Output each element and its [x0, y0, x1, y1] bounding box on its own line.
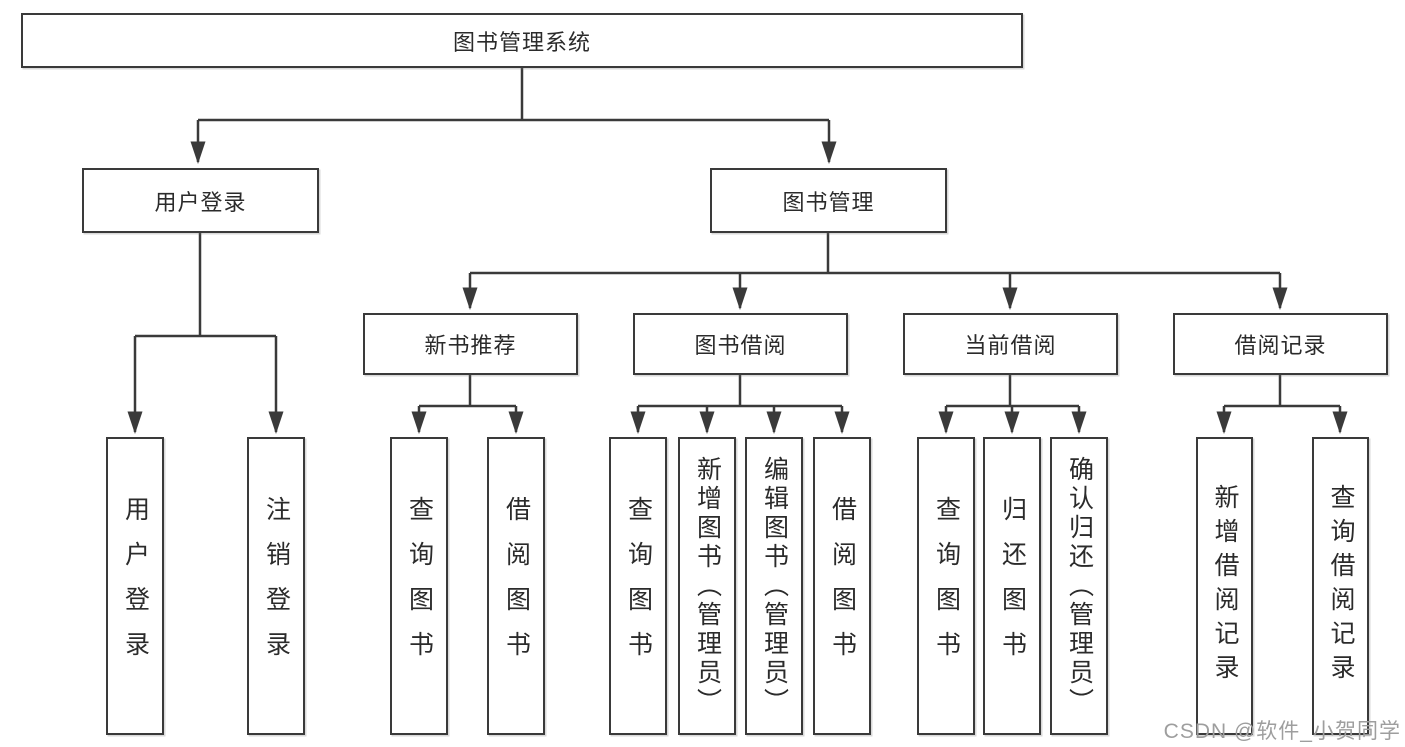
leaf-label: 借阅图书 — [828, 496, 857, 676]
connector-book-management-children — [462, 233, 1288, 311]
leaf-query-books-2: 查询图书 — [609, 437, 667, 735]
node-label: 图书借阅 — [694, 333, 787, 358]
leaf-edit-book-admin: 编辑图书（管理员） — [745, 437, 803, 735]
leaf-return-books: 归还图书 — [983, 437, 1041, 735]
leaf-query-books-1: 查询图书 — [390, 437, 448, 735]
leaf-label: 查询借阅记录 — [1327, 484, 1355, 688]
leaf-query-borrow-record: 查询借阅记录 — [1312, 437, 1369, 735]
leaf-borrow-books-2: 借阅图书 — [813, 437, 871, 735]
connector-borrow-records-children — [1216, 375, 1348, 435]
leaf-label: 查询图书 — [405, 496, 434, 676]
node-label: 借阅记录 — [1234, 333, 1327, 358]
leaf-logout: 注销登录 — [247, 437, 305, 735]
node-label: 用户登录 — [154, 189, 247, 215]
node-user-login: 用户登录 — [82, 168, 319, 233]
node-borrow-records: 借阅记录 — [1173, 313, 1388, 375]
connector-root-to-level2 — [190, 68, 837, 165]
connector-current-borrow-children — [938, 375, 1087, 435]
node-label: 当前借阅 — [964, 333, 1057, 358]
leaf-confirm-return-admin: 确认归还（管理员） — [1050, 437, 1108, 735]
connector-new-book-children — [411, 375, 524, 435]
leaf-label: 新增图书（管理员） — [693, 455, 722, 717]
leaf-borrow-books-1: 借阅图书 — [487, 437, 545, 735]
leaf-label: 查询图书 — [932, 496, 961, 676]
node-label: 图书管理 — [782, 189, 875, 215]
leaf-add-book-admin: 新增图书（管理员） — [678, 437, 736, 735]
leaf-label: 用户登录 — [121, 496, 150, 676]
node-new-book-recommend: 新书推荐 — [363, 313, 578, 375]
node-current-borrow: 当前借阅 — [903, 313, 1118, 375]
node-label: 新书推荐 — [424, 333, 517, 358]
leaf-user-login: 用户登录 — [106, 437, 164, 735]
connector-book-borrow-children — [630, 375, 850, 435]
leaf-label: 借阅图书 — [502, 496, 531, 676]
csdn-watermark: CSDN @软件_小贺同学 — [1163, 720, 1401, 743]
connector-user-login-children — [127, 233, 284, 435]
leaf-add-borrow-record: 新增借阅记录 — [1196, 437, 1253, 735]
node-library-management-system: 图书管理系统 — [21, 13, 1023, 68]
leaf-label: 确认归还（管理员） — [1065, 455, 1094, 717]
leaf-label: 新增借阅记录 — [1211, 484, 1239, 688]
leaf-label: 查询图书 — [624, 496, 653, 676]
node-book-borrow: 图书借阅 — [633, 313, 848, 375]
node-book-management: 图书管理 — [710, 168, 947, 233]
leaf-label: 归还图书 — [998, 496, 1027, 676]
leaf-label: 注销登录 — [262, 496, 291, 676]
leaf-query-books-3: 查询图书 — [917, 437, 975, 735]
node-label: 图书管理系统 — [452, 29, 591, 55]
leaf-label: 编辑图书（管理员） — [760, 455, 789, 717]
